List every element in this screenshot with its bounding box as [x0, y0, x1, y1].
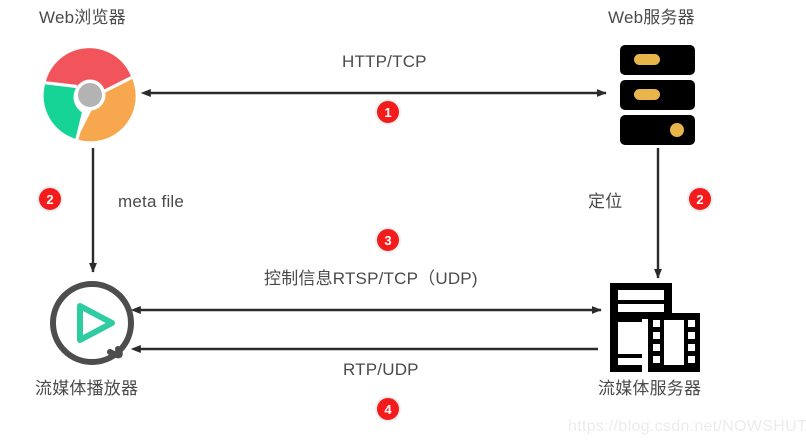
node-label-web-browser: Web浏览器: [39, 8, 126, 27]
edge-label-rtp-udp: RTP/UDP: [343, 360, 419, 379]
step-badge-2-meta-file: 2: [37, 186, 63, 212]
edge-label-locate: 定位: [588, 192, 623, 211]
media-server-icon: [610, 283, 700, 372]
step-badge-3: 3: [375, 227, 401, 253]
step-badge-2-locate: 2: [687, 186, 713, 212]
server-rack-icon: [620, 45, 695, 145]
play-circle-icon: [50, 281, 134, 365]
chrome-logo-icon: [43, 48, 136, 142]
node-label-media-player: 流媒体播放器: [35, 379, 139, 398]
node-label-streaming-server: 流媒体服务器: [598, 379, 702, 398]
node-label-web-server: Web服务器: [608, 8, 695, 27]
step-badge-4: 4: [375, 396, 401, 422]
edge-label-http-tcp: HTTP/TCP: [342, 52, 427, 71]
step-badge-1: 1: [375, 99, 401, 125]
edge-label-rtsp-control: 控制信息RTSP/TCP（UDP): [264, 269, 478, 288]
watermark-text: https://blog.csdn.net/NOWSHUT: [568, 418, 806, 435]
edge-label-meta-file: meta file: [118, 192, 185, 211]
